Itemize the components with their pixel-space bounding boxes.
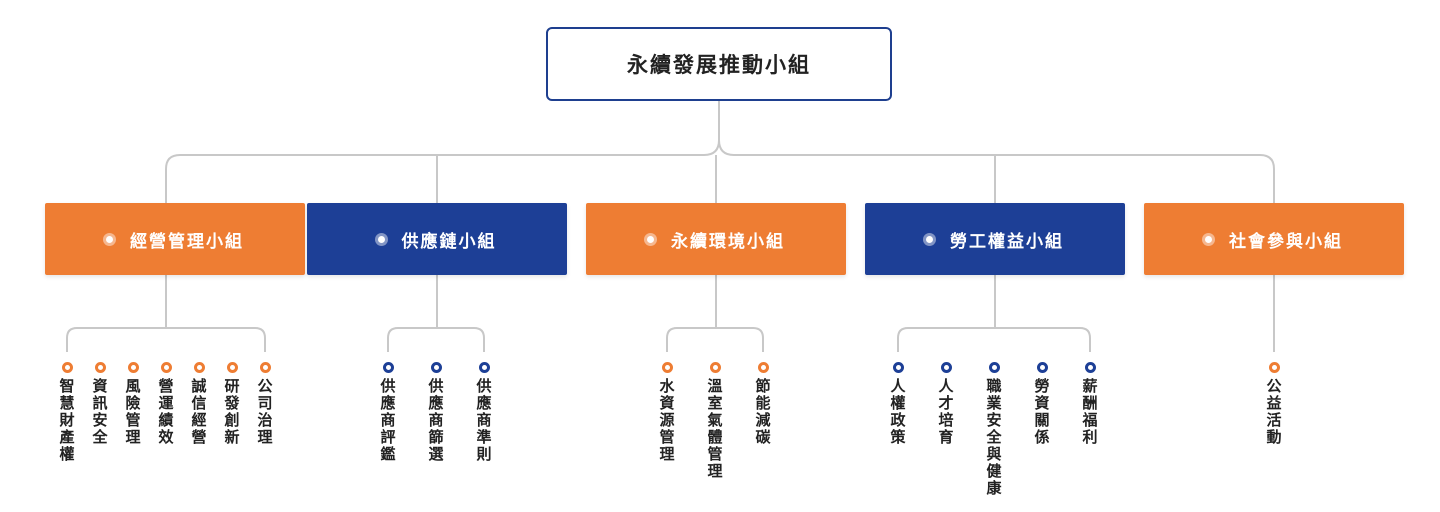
leaf-item: 勞資關係: [1030, 362, 1054, 446]
leaf-item: 智慧財產權: [55, 362, 79, 463]
leaf-label: 公司治理: [257, 377, 273, 446]
bullet-icon: [757, 362, 769, 373]
leaf-item: 溫室氣體管理: [703, 362, 727, 480]
leaf-label: 溫室氣體管理: [707, 377, 723, 480]
bullet-icon: [1268, 362, 1280, 373]
bullet-icon: [226, 362, 238, 373]
leaf-label: 水資源管理: [659, 377, 675, 463]
leaf-label: 供應商準則: [476, 377, 492, 463]
leaf-label: 公益活動: [1266, 377, 1282, 446]
leaf-item: 公司治理: [253, 362, 277, 446]
leaf-label: 資訊安全: [92, 377, 108, 446]
bullet-icon: [382, 362, 394, 373]
bullet-icon: [940, 362, 952, 373]
leaf-label: 職業安全與健康: [986, 377, 1002, 497]
root-connector: [718, 139, 1275, 203]
leaf-label: 供應商篩選: [428, 377, 444, 463]
group-bullet-icon: [926, 235, 933, 243]
group-box-supply-chain: 供應鏈小組: [307, 203, 567, 275]
bullet-icon: [160, 362, 172, 373]
leaf-label: 智慧財產權: [59, 377, 75, 463]
leaf-label: 人才培育: [938, 377, 954, 446]
group-box-labor: 勞工權益小組: [865, 203, 1125, 275]
bullet-icon: [988, 362, 1000, 373]
bullet-icon: [709, 362, 721, 373]
bullet-icon: [193, 362, 205, 373]
group-label: 勞工權益小組: [950, 231, 1064, 252]
leaf-item: 研發創新: [220, 362, 244, 446]
item-bus-line: [666, 327, 764, 352]
leaf-label: 誠信經營: [191, 377, 207, 446]
group-bullet-icon: [1205, 235, 1212, 243]
bullet-icon: [430, 362, 442, 373]
bullet-icon: [127, 362, 139, 373]
leaf-label: 研發創新: [224, 377, 240, 446]
leaf-label: 節能減碳: [755, 377, 771, 446]
bullet-icon: [478, 362, 490, 373]
root-node: 永續發展推動小組: [546, 27, 892, 101]
bullet-icon: [61, 362, 73, 373]
leaf-label: 營運績效: [158, 377, 174, 446]
bullet-icon: [892, 362, 904, 373]
group-bullet-icon: [647, 235, 654, 243]
group-label: 經營管理小組: [130, 231, 244, 252]
leaf-item: 資訊安全: [88, 362, 112, 446]
leaf-item: 薪酬福利: [1078, 362, 1102, 446]
item-bus-line: [66, 327, 266, 352]
leaf-item: 公益活動: [1262, 362, 1286, 446]
leaf-label: 供應商評鑑: [380, 377, 396, 463]
leaf-item: 水資源管理: [655, 362, 679, 463]
group-bullet-icon: [377, 235, 385, 243]
leaf-item: 人權政策: [886, 362, 910, 446]
leaf-label: 勞資關係: [1034, 377, 1050, 446]
root-connector: [165, 101, 720, 203]
group-label: 社會參與小組: [1229, 231, 1343, 252]
leaf-item: 節能減碳: [751, 362, 775, 446]
leaf-item: 人才培育: [934, 362, 958, 446]
group-bullet-icon: [106, 235, 113, 243]
bullet-icon: [94, 362, 106, 373]
leaf-item: 風險管理: [121, 362, 145, 446]
leaf-item: 誠信經營: [187, 362, 211, 446]
group-box-management: 經營管理小組: [45, 203, 305, 275]
bullet-icon: [661, 362, 673, 373]
group-label: 供應鏈小組: [401, 231, 497, 252]
bullet-icon: [1036, 362, 1048, 373]
leaf-item: 供應商評鑑: [376, 362, 400, 463]
item-bus-line: [897, 327, 1091, 352]
item-bus-line: [387, 327, 485, 352]
leaf-item: 職業安全與健康: [982, 362, 1006, 497]
leaf-label: 薪酬福利: [1082, 377, 1098, 446]
leaf-label: 風險管理: [125, 377, 141, 446]
group-label: 永續環境小組: [671, 231, 785, 252]
group-box-environment: 永續環境小組: [586, 203, 846, 275]
bullet-icon: [1084, 362, 1096, 373]
bullet-icon: [259, 362, 271, 373]
leaf-item: 營運績效: [154, 362, 178, 446]
leaf-item: 供應商篩選: [424, 362, 448, 463]
root-title: 永續發展推動小組: [627, 53, 811, 77]
leaf-label: 人權政策: [890, 377, 906, 446]
leaf-item: 供應商準則: [472, 362, 496, 463]
group-box-community: 社會參與小組: [1144, 203, 1404, 275]
